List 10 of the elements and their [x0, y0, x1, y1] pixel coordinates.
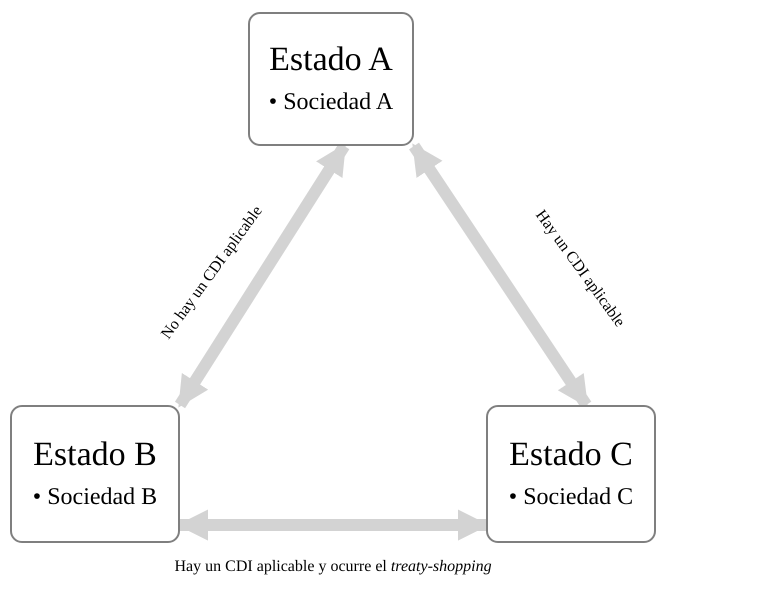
company-item: • Sociedad B: [32, 482, 158, 512]
state-box: [486, 405, 656, 543]
edge-label: Hay un CDI aplicable y ocurre el treaty-shopping: [172, 556, 494, 576]
state-box: [248, 12, 414, 146]
company-item: • Sociedad A: [268, 88, 394, 117]
state-box: [10, 405, 180, 543]
company-item: • Sociedad C: [508, 482, 634, 512]
state-title: Estado C: [509, 435, 633, 475]
state-title: Estado A: [269, 40, 393, 80]
state-title: Estado B: [33, 435, 157, 475]
